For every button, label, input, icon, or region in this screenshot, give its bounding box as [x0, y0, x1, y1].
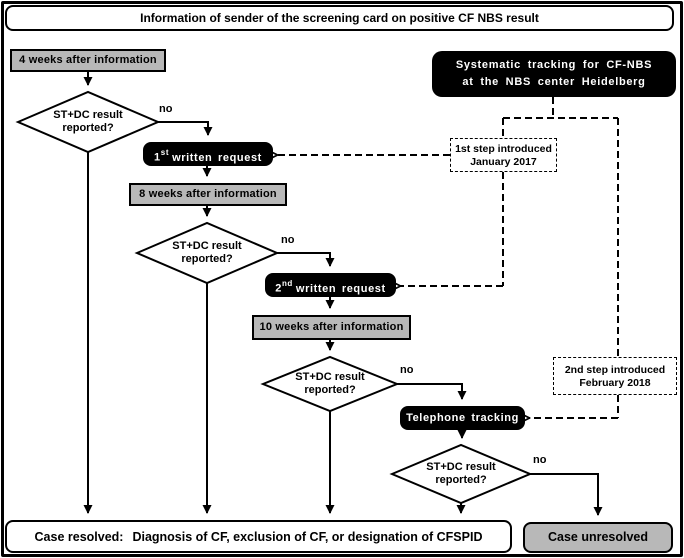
- flow-arrow: [530, 473, 603, 516]
- diamond-shape: [389, 443, 533, 505]
- systematic-tracking-box: Systematic tracking for CF-NBS at the NB…: [432, 51, 676, 97]
- flow-arrow: [277, 252, 335, 267]
- request-ordinal: st: [160, 148, 170, 157]
- flow-arrow: [158, 121, 213, 136]
- case-resolved-box: Case resolved: Diagnosis of CF, exclusio…: [5, 520, 512, 553]
- decision-line2: reported?: [304, 384, 356, 396]
- request-text: written request: [172, 151, 262, 164]
- annotation-step1-box: 1st step introduced January 2017: [450, 138, 557, 172]
- decision-diamonds: [15, 90, 533, 505]
- request-text: written request: [295, 282, 386, 295]
- decision-label-1: ST+DC result reported?: [18, 109, 158, 135]
- decision-line1: ST+DC result: [295, 371, 365, 383]
- decision-label-3: ST+DC result reported?: [260, 371, 400, 397]
- annotation-step1-line1: 1st step introduced: [455, 143, 552, 155]
- delay-box-8-weeks: 8 weeks after information: [129, 183, 287, 206]
- flow-arrow: [397, 383, 467, 400]
- no-label-3: no: [400, 364, 414, 376]
- solid-flow-arrows: [83, 71, 603, 516]
- diamond-shape: [260, 355, 400, 413]
- decision-label-2: ST+DC result reported?: [137, 240, 277, 266]
- decision-label-4: ST+DC result reported?: [391, 461, 531, 487]
- page-title: Information of sender of the screening c…: [5, 5, 674, 31]
- decision-line1: ST+DC result: [426, 461, 496, 473]
- request-number: 1: [154, 151, 161, 164]
- diamond-shape: [15, 90, 161, 154]
- diamond-shape: [134, 221, 280, 285]
- no-label-2: no: [281, 234, 295, 246]
- annotation-step2-line2: February 2018: [579, 377, 651, 389]
- case-unresolved-box: Case unresolved: [523, 522, 673, 553]
- request-number: 2: [275, 282, 282, 295]
- decision-line2: reported?: [62, 122, 114, 134]
- case-resolved-prefix: Case resolved:: [34, 529, 124, 544]
- dashed-tracking-connectors: [277, 97, 619, 418]
- case-resolved-detail: Diagnosis of CF, exclusion of CF, or des…: [132, 529, 483, 544]
- annotation-step2-box: 2nd step introduced February 2018: [553, 357, 677, 395]
- request-ordinal: nd: [281, 279, 293, 288]
- annotation-step2-line1: 2nd step introduced: [564, 364, 666, 376]
- decision-line2: reported?: [181, 253, 233, 265]
- delay-box-4-weeks: 4 weeks after information: [10, 49, 166, 72]
- delay-box-10-weeks: 10 weeks after information: [252, 315, 411, 340]
- telephone-tracking-box: Telephone tracking: [400, 406, 525, 430]
- decision-line2: reported?: [435, 474, 487, 486]
- no-label-4: no: [533, 454, 547, 466]
- annotation-step1-line2: January 2017: [470, 156, 537, 168]
- systematic-tracking-line1: Systematic tracking for CF-NBS: [455, 59, 653, 71]
- decision-line1: ST+DC result: [172, 240, 242, 252]
- decision-line1: ST+DC result: [53, 109, 123, 121]
- no-label-1: no: [159, 103, 173, 115]
- systematic-tracking-line2: at the NBS center Heidelberg: [462, 76, 646, 88]
